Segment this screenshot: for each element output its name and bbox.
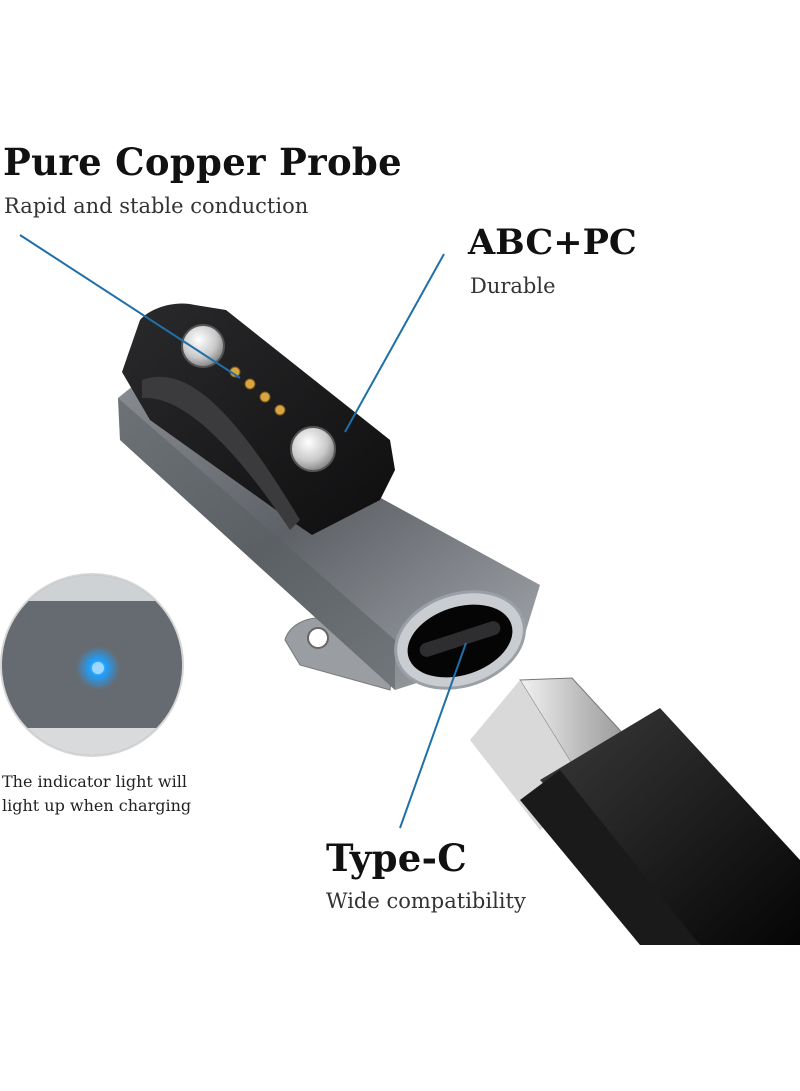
lanyard-hole <box>307 627 329 649</box>
abc-pc-subtitle: Durable <box>470 274 556 298</box>
abc-pc-title: ABC+PC <box>468 222 637 263</box>
magnetic-cap <box>122 303 395 535</box>
type-c-title: Type-C <box>326 836 467 880</box>
magnet-pin-bottom <box>290 426 336 472</box>
copper-leader <box>19 234 241 379</box>
type-c-leader <box>399 642 467 829</box>
copper-probe-subtitle: Rapid and stable conduction <box>4 194 309 218</box>
type-c-subtitle: Wide compatibility <box>326 889 526 913</box>
indicator-detail <box>0 573 184 757</box>
type-c-cable <box>470 677 800 945</box>
indicator-caption-line2: light up when charging <box>2 796 192 815</box>
copper-probes <box>229 366 286 416</box>
copper-probe-title: Pure Copper Probe <box>3 140 402 184</box>
indicator-caption-line1: The indicator light will <box>2 772 187 791</box>
leader-lines <box>19 234 467 829</box>
magnet-pin-top <box>181 324 225 368</box>
abc-leader <box>344 253 445 433</box>
